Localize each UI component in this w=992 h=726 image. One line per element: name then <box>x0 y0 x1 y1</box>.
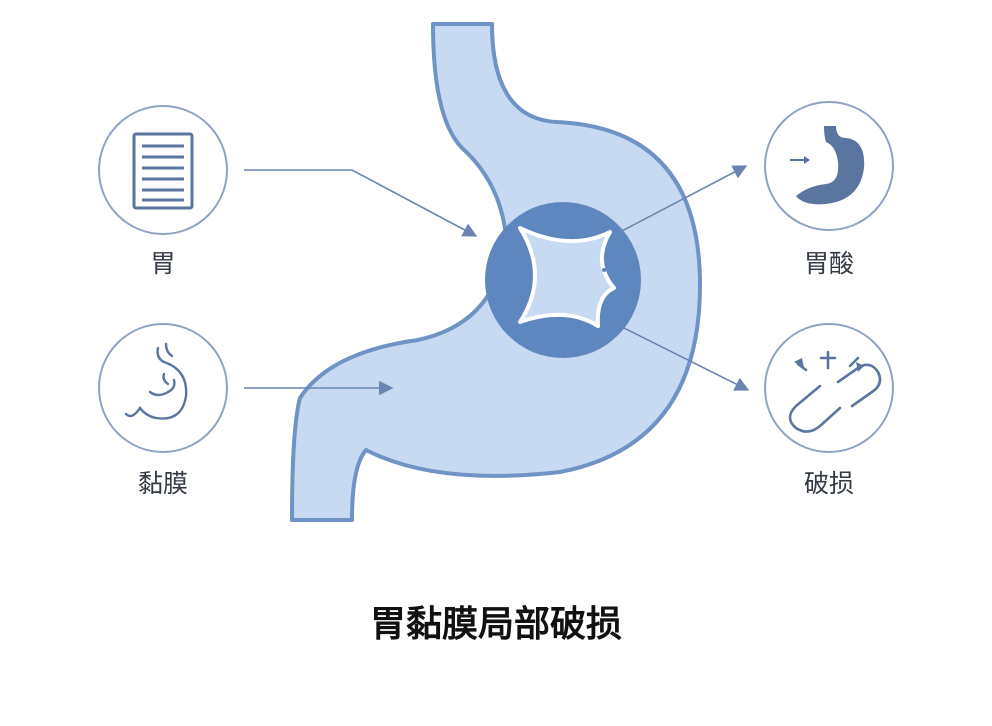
arrow-lesion-to-damage <box>611 321 750 391</box>
arrow-lesion-to-gastric-acid <box>619 165 748 233</box>
node-damage: 破损 <box>764 323 894 498</box>
node-stomach: 胃 <box>98 105 228 278</box>
label-gastric-acid: 胃酸 <box>804 249 854 278</box>
label-stomach: 胃 <box>150 249 175 278</box>
stomach-arrow-icon <box>790 126 865 205</box>
icon-circle <box>764 323 894 453</box>
stomach-outline-icon <box>124 342 188 420</box>
lesion-particle <box>602 268 606 272</box>
stomach-illustration <box>290 22 702 522</box>
diagram-title: 胃黏膜局部破损 <box>370 604 622 645</box>
node-gastric-acid: 胃酸 <box>764 101 894 278</box>
icon-circle <box>764 101 894 231</box>
document-lines-icon <box>132 132 194 210</box>
connectors <box>244 165 750 396</box>
icon-circle <box>98 323 228 453</box>
lesion-crack <box>518 226 616 328</box>
lesion-particle <box>609 255 615 261</box>
arrow-stomach-to-lesion <box>244 169 478 237</box>
fragment <box>856 362 864 372</box>
label-mucosa: 黏膜 <box>138 469 188 498</box>
stomach-silhouette <box>796 126 865 205</box>
node-mucosa: 黏膜 <box>98 323 228 498</box>
lesion <box>485 202 641 358</box>
lesion-particle <box>614 272 618 276</box>
label-damage: 破损 <box>804 469 854 498</box>
fragment <box>794 358 804 368</box>
